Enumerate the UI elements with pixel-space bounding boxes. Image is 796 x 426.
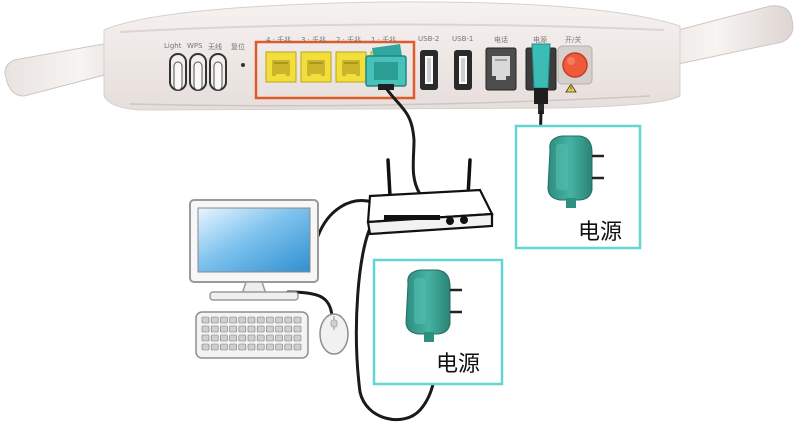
usb-2-port[interactable] <box>420 50 438 90</box>
keyboard-key <box>275 343 283 351</box>
keyboard-key <box>210 325 219 333</box>
power-adapter-top-label: 电源 <box>578 220 623 245</box>
keyboard-key <box>284 334 293 342</box>
power-adapter-bottom <box>372 258 504 386</box>
lan-port-4-label: 4 · 千兆 <box>266 36 292 44</box>
mouse <box>319 313 349 355</box>
usb-2-label: USB-2 <box>418 35 440 43</box>
keyboard-key <box>275 316 283 324</box>
monitor-screen <box>197 207 311 273</box>
keyboard-key <box>229 316 237 324</box>
keyboard-key <box>247 316 256 324</box>
phone-port-label: 电话 <box>494 36 508 44</box>
keyboard-key <box>210 316 219 324</box>
keyboard-key <box>293 334 302 342</box>
warning-icon <box>565 83 577 93</box>
keyboard-key <box>220 325 228 333</box>
keyboard-key <box>201 325 210 333</box>
power-switch-label: 开/关 <box>565 36 582 44</box>
keyboard-key <box>275 334 283 342</box>
usb-1-port[interactable] <box>454 50 472 90</box>
usb-1-label: USB-1 <box>452 35 474 43</box>
ethernet-cable <box>384 86 422 196</box>
keyboard-key <box>284 343 293 351</box>
wps-button-label: WPS <box>187 42 203 50</box>
keyboard-key <box>293 316 302 324</box>
keyboard-key <box>210 343 219 351</box>
keyboard-key <box>220 316 228 324</box>
keyboard-key <box>247 343 256 351</box>
keyboard <box>195 311 309 359</box>
lan-port-4[interactable] <box>265 51 297 83</box>
keyboard-key <box>201 334 210 342</box>
power-switch[interactable] <box>557 45 593 85</box>
lan-port-2[interactable] <box>335 51 367 83</box>
keyboard-key <box>238 343 247 351</box>
keyboard-key <box>266 325 274 333</box>
keyboard-key <box>293 343 302 351</box>
lan-port-2-label: 2 · 千兆 <box>336 36 362 44</box>
keyboard-key <box>256 343 265 351</box>
keyboard-key <box>201 316 210 324</box>
computer-cable <box>316 199 374 238</box>
keyboard-key <box>238 325 247 333</box>
router-back-panel <box>4 1 794 114</box>
keyboard-key <box>256 325 265 333</box>
keyboard-key <box>266 316 274 324</box>
power-jack-label: 电源 <box>533 36 547 44</box>
keyboard-key <box>229 325 237 333</box>
desktop-computer <box>189 199 349 359</box>
lan-port-3[interactable] <box>300 51 332 83</box>
keyboard-key <box>284 325 293 333</box>
phone-port[interactable] <box>485 47 517 91</box>
keyboard-key <box>256 334 265 342</box>
keyboard-key <box>275 325 283 333</box>
keyboard-key <box>229 343 237 351</box>
wireless-button-label: 无线 <box>208 43 222 51</box>
power-adapter-bottom-label: 电源 <box>436 352 481 377</box>
ethernet-plug <box>365 44 407 90</box>
keyboard-key <box>293 325 302 333</box>
keyboard-key <box>247 325 256 333</box>
keyboard-key <box>266 343 274 351</box>
keyboard-key <box>238 316 247 324</box>
light-button[interactable] <box>169 53 187 91</box>
reset-pinhole[interactable] <box>241 63 245 67</box>
power-adapter-top <box>514 124 642 250</box>
keyboard-key <box>201 343 210 351</box>
light-button-label: Light <box>164 42 182 50</box>
lan-highlight-box <box>254 40 416 100</box>
keyboard-key <box>220 334 228 342</box>
lan-port-1-label: 1 · 千兆 <box>371 36 397 44</box>
keyboard-key <box>266 334 274 342</box>
reset-button-label: 复位 <box>231 43 245 51</box>
lan-port-3-label: 3 · 千兆 <box>301 36 327 44</box>
keyboard-key <box>284 316 293 324</box>
wifi-router <box>366 158 494 236</box>
keyboard-key <box>247 334 256 342</box>
wps-button[interactable] <box>189 53 207 91</box>
keyboard-key <box>229 334 237 342</box>
power-plug <box>531 43 551 114</box>
wireless-button[interactable] <box>209 53 227 91</box>
keyboard-key <box>220 343 228 351</box>
keyboard-key <box>256 316 265 324</box>
keyboard-key <box>238 334 247 342</box>
keyboard-key <box>210 334 219 342</box>
